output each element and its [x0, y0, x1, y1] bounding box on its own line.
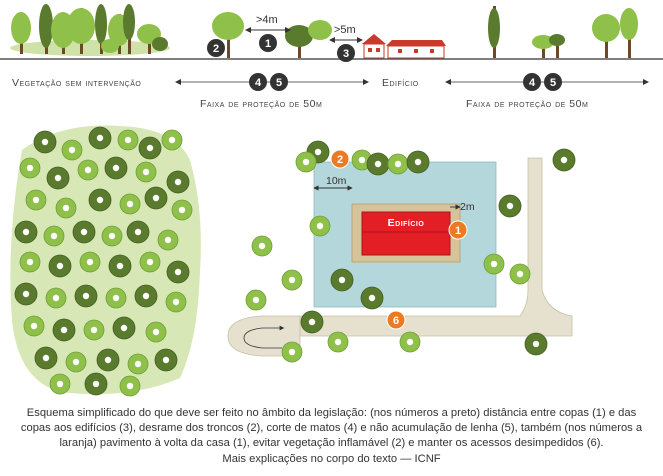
elevation-view: >4m >5m 2 1 3 Vegetação sem intervenção …	[0, 4, 663, 110]
dist-trees-label: >4m	[256, 14, 278, 26]
numbered-marker-icon: 5	[544, 73, 562, 91]
dist-building-label: >5m	[334, 24, 356, 36]
svg-text:4: 4	[529, 77, 536, 89]
caption-credit: Mais explicações no corpo do texto — ICN…	[222, 452, 441, 465]
svg-text:1: 1	[265, 38, 271, 50]
label-vegetacao: Vegetação sem intervenção	[12, 77, 141, 89]
svg-text:1: 1	[455, 225, 461, 237]
dist-2m-label: 2m	[460, 201, 475, 213]
numbered-marker-icon: 5	[270, 73, 288, 91]
numbered-marker-icon: 6	[386, 310, 406, 330]
numbered-marker-icon: 3	[337, 44, 355, 62]
svg-text:2: 2	[213, 43, 219, 55]
svg-text:5: 5	[550, 77, 556, 89]
numbered-marker-icon: 2	[330, 149, 350, 169]
svg-text:4: 4	[255, 77, 262, 89]
svg-text:2: 2	[337, 154, 343, 166]
building	[361, 211, 451, 256]
house-icon	[362, 34, 446, 59]
label-faixa-2: Faixa de proteção de 50m	[466, 98, 588, 110]
trees-elevation	[212, 6, 638, 58]
numbered-marker-icon: 1	[259, 34, 277, 52]
numbered-marker-icon: 4	[523, 73, 541, 91]
numbered-marker-icon: 4	[249, 73, 267, 91]
caption-text: Esquema simplificado do que deve ser fei…	[20, 407, 643, 450]
svg-text:6: 6	[393, 315, 399, 327]
numbered-marker-icon: 2	[207, 39, 225, 57]
dist-10m-label: 10m	[326, 175, 347, 187]
numbered-marker-icon: 1	[448, 220, 468, 240]
forest-elevation	[10, 4, 170, 56]
caption: Esquema simplificado do que deve ser fei…	[20, 406, 643, 467]
label-edificio: Edifício	[382, 77, 419, 89]
road	[227, 157, 573, 357]
label-faixa-1: Faixa de proteção de 50m	[200, 98, 322, 110]
building-label: Edifício	[388, 217, 425, 229]
svg-text:5: 5	[276, 77, 282, 89]
plan-view: Edifício 10m 2m	[10, 125, 576, 397]
diagram: >4m >5m 2 1 3 Vegetação sem intervenção …	[0, 4, 663, 397]
svg-text:3: 3	[343, 48, 349, 60]
